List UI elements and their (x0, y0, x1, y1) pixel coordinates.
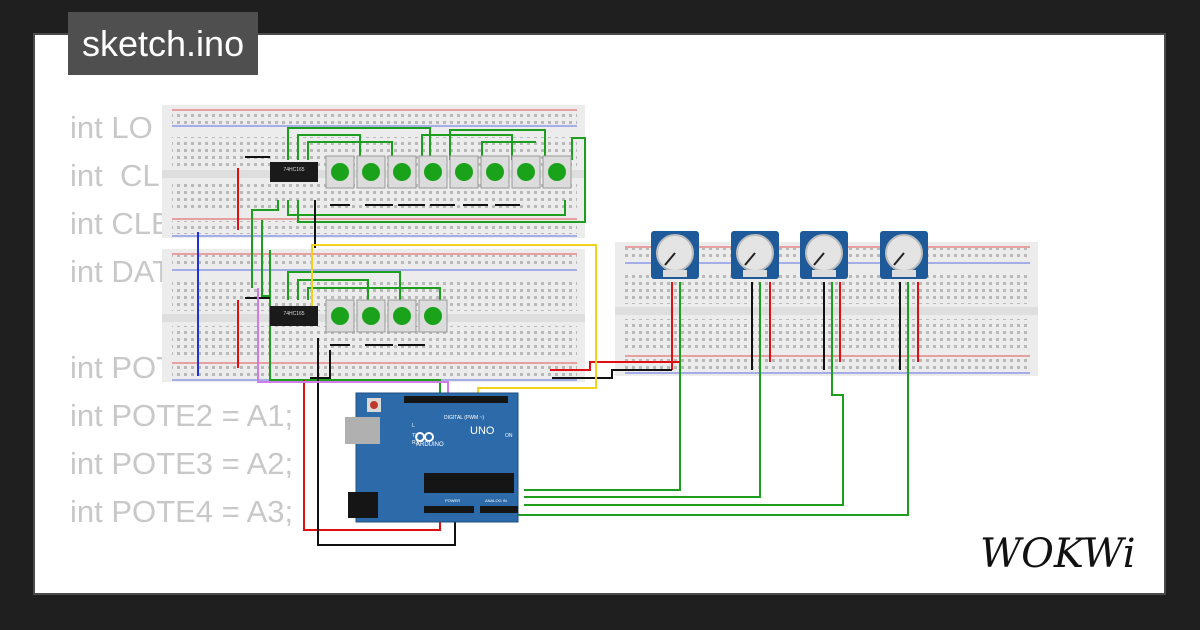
code-line: int POTE3 = A2; (70, 446, 294, 481)
code-line: int valor1 = 1; (70, 584, 293, 593)
power-jack (348, 492, 378, 518)
board-brand-label: ARDUINO (416, 442, 444, 448)
digital-header-label: DIGITAL (PWM ~) (444, 415, 484, 421)
push-button[interactable] (449, 155, 479, 189)
digital-header (404, 396, 508, 403)
push-button[interactable] (418, 299, 448, 333)
analog-header-label: ANALOG IN (485, 498, 507, 503)
shift-register-1[interactable]: 74HC165 (270, 162, 318, 182)
push-button[interactable] (325, 299, 355, 333)
push-button[interactable] (418, 155, 448, 189)
code-line: int POTE2 = A1; (70, 398, 294, 433)
potentiometer-3[interactable] (800, 231, 848, 279)
power-header (424, 506, 474, 513)
push-button[interactable] (356, 155, 386, 189)
wires-green (251, 127, 909, 516)
wires-black (245, 156, 901, 546)
code-line: int CL (70, 158, 160, 193)
wokwi-logo[interactable]: WOKWi (976, 525, 1151, 580)
potentiometer-4[interactable] (880, 231, 928, 279)
push-button[interactable] (480, 155, 510, 189)
button-row-2 (325, 299, 448, 333)
arduino-uno-board[interactable]: DIGITAL (PWM ~) UNO ARDUINO TX RX L ON P… (345, 392, 519, 523)
code-line: int POTE4 = A3; (70, 494, 294, 529)
led-rx-label: RX (412, 440, 420, 446)
usb-port (345, 417, 380, 444)
push-button[interactable] (387, 299, 417, 333)
chip-label: 74HC165 (283, 167, 304, 173)
mcu-chip (424, 473, 514, 493)
chip-label: 74HC165 (283, 311, 304, 317)
potentiometer-1[interactable] (651, 231, 699, 279)
led-l-label: L (412, 423, 415, 429)
push-button[interactable] (387, 155, 417, 189)
push-button[interactable] (325, 155, 355, 189)
code-line: int LO (70, 110, 153, 145)
led-on-label: ON (505, 433, 513, 439)
wokwi-logo-text: WOKWi (980, 531, 1136, 577)
potentiometer-2[interactable] (731, 231, 779, 279)
code-line: int DAT (70, 254, 172, 289)
wire-yellow (311, 244, 597, 398)
wire-violet (257, 288, 449, 398)
push-button[interactable] (356, 299, 386, 333)
push-button[interactable] (511, 155, 541, 189)
push-button[interactable] (542, 155, 572, 189)
board-model-label: UNO (470, 425, 495, 437)
file-tab[interactable]: sketch.ino (68, 12, 259, 75)
analog-header (480, 506, 518, 513)
led-tx-label: TX (412, 433, 419, 439)
button-row-1 (325, 155, 572, 189)
shift-register-2[interactable]: 74HC165 (270, 306, 318, 326)
wokwi-logo-icon: WOKWi (980, 531, 1136, 577)
power-header-label: POWER (445, 498, 460, 503)
code-line: int CLE (70, 206, 172, 241)
code-editor[interactable]: int LO int CL int CLE int DAT int POT in… (70, 35, 294, 593)
